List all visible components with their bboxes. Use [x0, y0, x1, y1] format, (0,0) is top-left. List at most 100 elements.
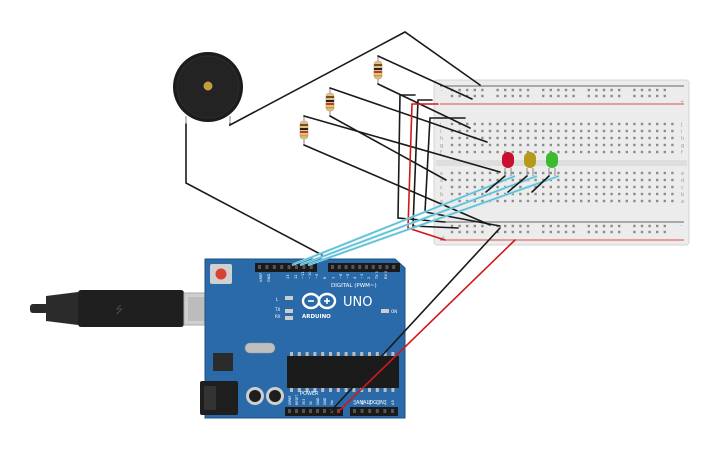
rail-hole[interactable] — [587, 94, 590, 98]
breadboard-hole[interactable] — [602, 185, 606, 189]
breadboard-hole[interactable] — [633, 192, 636, 196]
breadboard-hole[interactable] — [618, 178, 621, 182]
breadboard-hole[interactable] — [595, 199, 598, 203]
rail-hole[interactable] — [496, 94, 499, 98]
breadboard-hole[interactable] — [557, 178, 560, 182]
breadboard-hole[interactable] — [557, 136, 560, 140]
rail-hole[interactable] — [549, 94, 552, 98]
rail-hole[interactable] — [511, 230, 514, 234]
rail-hole[interactable] — [640, 94, 644, 98]
breadboard-hole[interactable] — [671, 192, 674, 196]
breadboard-hole[interactable] — [466, 178, 469, 182]
breadboard-hole[interactable] — [504, 122, 507, 126]
rail-hole[interactable] — [473, 230, 476, 234]
rail-hole[interactable] — [610, 230, 613, 234]
rail-hole[interactable] — [511, 224, 514, 228]
breadboard-hole[interactable] — [534, 171, 537, 175]
breadboard-hole[interactable] — [564, 178, 568, 182]
breadboard-hole[interactable] — [488, 122, 492, 126]
breadboard-hole[interactable] — [618, 136, 621, 140]
breadboard-hole[interactable] — [595, 178, 598, 182]
breadboard-hole[interactable] — [473, 122, 476, 126]
rail-hole[interactable] — [640, 230, 644, 234]
breadboard-hole[interactable] — [602, 178, 606, 182]
breadboard-hole[interactable] — [580, 199, 583, 203]
breadboard-hole[interactable] — [542, 171, 545, 175]
arduino-uno-board[interactable]: ⭍ — [30, 258, 406, 419]
rail-hole[interactable] — [557, 94, 560, 98]
breadboard-hole[interactable] — [572, 185, 575, 189]
rail-hole[interactable] — [473, 94, 476, 98]
breadboard-hole[interactable] — [595, 136, 598, 140]
header-pin[interactable] — [365, 265, 368, 269]
breadboard-hole[interactable] — [663, 185, 666, 189]
breadboard-hole[interactable] — [625, 150, 628, 154]
led-green[interactable] — [546, 152, 558, 176]
breadboard-hole[interactable] — [458, 192, 461, 196]
header-pin[interactable] — [309, 409, 312, 413]
rail-hole[interactable] — [633, 88, 636, 92]
breadboard-hole[interactable] — [549, 150, 552, 154]
breadboard-hole[interactable] — [519, 185, 522, 189]
rail-hole[interactable] — [572, 224, 575, 228]
breadboard-hole[interactable] — [519, 192, 522, 196]
breadboard-hole[interactable] — [458, 199, 461, 203]
breadboard-hole[interactable] — [542, 178, 545, 182]
breadboard-hole[interactable] — [595, 122, 598, 126]
header-pin[interactable] — [287, 265, 291, 269]
breadboard-hole[interactable] — [564, 129, 568, 133]
breadboard-hole[interactable] — [534, 185, 537, 189]
breadboard-hole[interactable] — [625, 192, 628, 196]
breadboard-hole[interactable] — [458, 143, 461, 147]
breadboard-hole[interactable] — [458, 122, 461, 126]
breadboard-hole[interactable] — [587, 143, 590, 147]
breadboard-hole[interactable] — [580, 136, 583, 140]
signal-wires[interactable] — [291, 174, 560, 267]
rail-hole[interactable] — [618, 224, 621, 228]
rail-hole[interactable] — [458, 230, 461, 234]
rail-hole[interactable] — [450, 230, 454, 234]
breadboard-hole[interactable] — [458, 185, 461, 189]
breadboard-hole[interactable] — [640, 199, 644, 203]
rail-hole[interactable] — [572, 88, 575, 92]
breadboard-hole[interactable] — [648, 171, 651, 175]
rail-hole[interactable] — [511, 94, 514, 98]
breadboard-hole[interactable] — [450, 185, 454, 189]
breadboard-hole[interactable] — [633, 136, 636, 140]
breadboard-hole[interactable] — [534, 129, 537, 133]
breadboard-hole[interactable] — [610, 192, 613, 196]
header-pin[interactable] — [337, 265, 341, 269]
piezo-buzzer[interactable] — [173, 52, 243, 124]
rail-hole[interactable] — [564, 88, 568, 92]
rail-hole[interactable] — [557, 88, 560, 92]
led-yellow[interactable] — [524, 152, 536, 176]
breadboard-hole[interactable] — [542, 143, 545, 147]
breadboard-hole[interactable] — [633, 185, 636, 189]
rail-hole[interactable] — [519, 94, 522, 98]
rail-hole[interactable] — [458, 88, 461, 92]
breadboard-hole[interactable] — [496, 192, 499, 196]
breadboard-hole[interactable] — [519, 171, 522, 175]
rail-hole[interactable] — [656, 224, 659, 228]
header-pin[interactable] — [391, 409, 394, 413]
breadboard-hole[interactable] — [656, 192, 659, 196]
breadboard-hole[interactable] — [610, 129, 613, 133]
header-pin[interactable] — [309, 265, 313, 269]
breadboard-hole[interactable] — [663, 178, 666, 182]
header-pin[interactable] — [302, 265, 306, 269]
breadboard-hole[interactable] — [610, 136, 613, 140]
rail-hole[interactable] — [564, 94, 568, 98]
breadboard-hole[interactable] — [610, 185, 613, 189]
breadboard-hole[interactable] — [572, 199, 575, 203]
breadboard-hole[interactable] — [663, 192, 666, 196]
breadboard-hole[interactable] — [587, 178, 590, 182]
rail-hole[interactable] — [549, 88, 552, 92]
breadboard-hole[interactable] — [504, 136, 507, 140]
rail-hole[interactable] — [481, 88, 484, 92]
breadboard-hole[interactable] — [458, 136, 461, 140]
rail-hole[interactable] — [633, 224, 636, 228]
rail-hole[interactable] — [663, 88, 666, 92]
breadboard-hole[interactable] — [557, 150, 560, 154]
breadboard-hole[interactable] — [526, 136, 530, 140]
breadboard-hole[interactable] — [595, 129, 598, 133]
